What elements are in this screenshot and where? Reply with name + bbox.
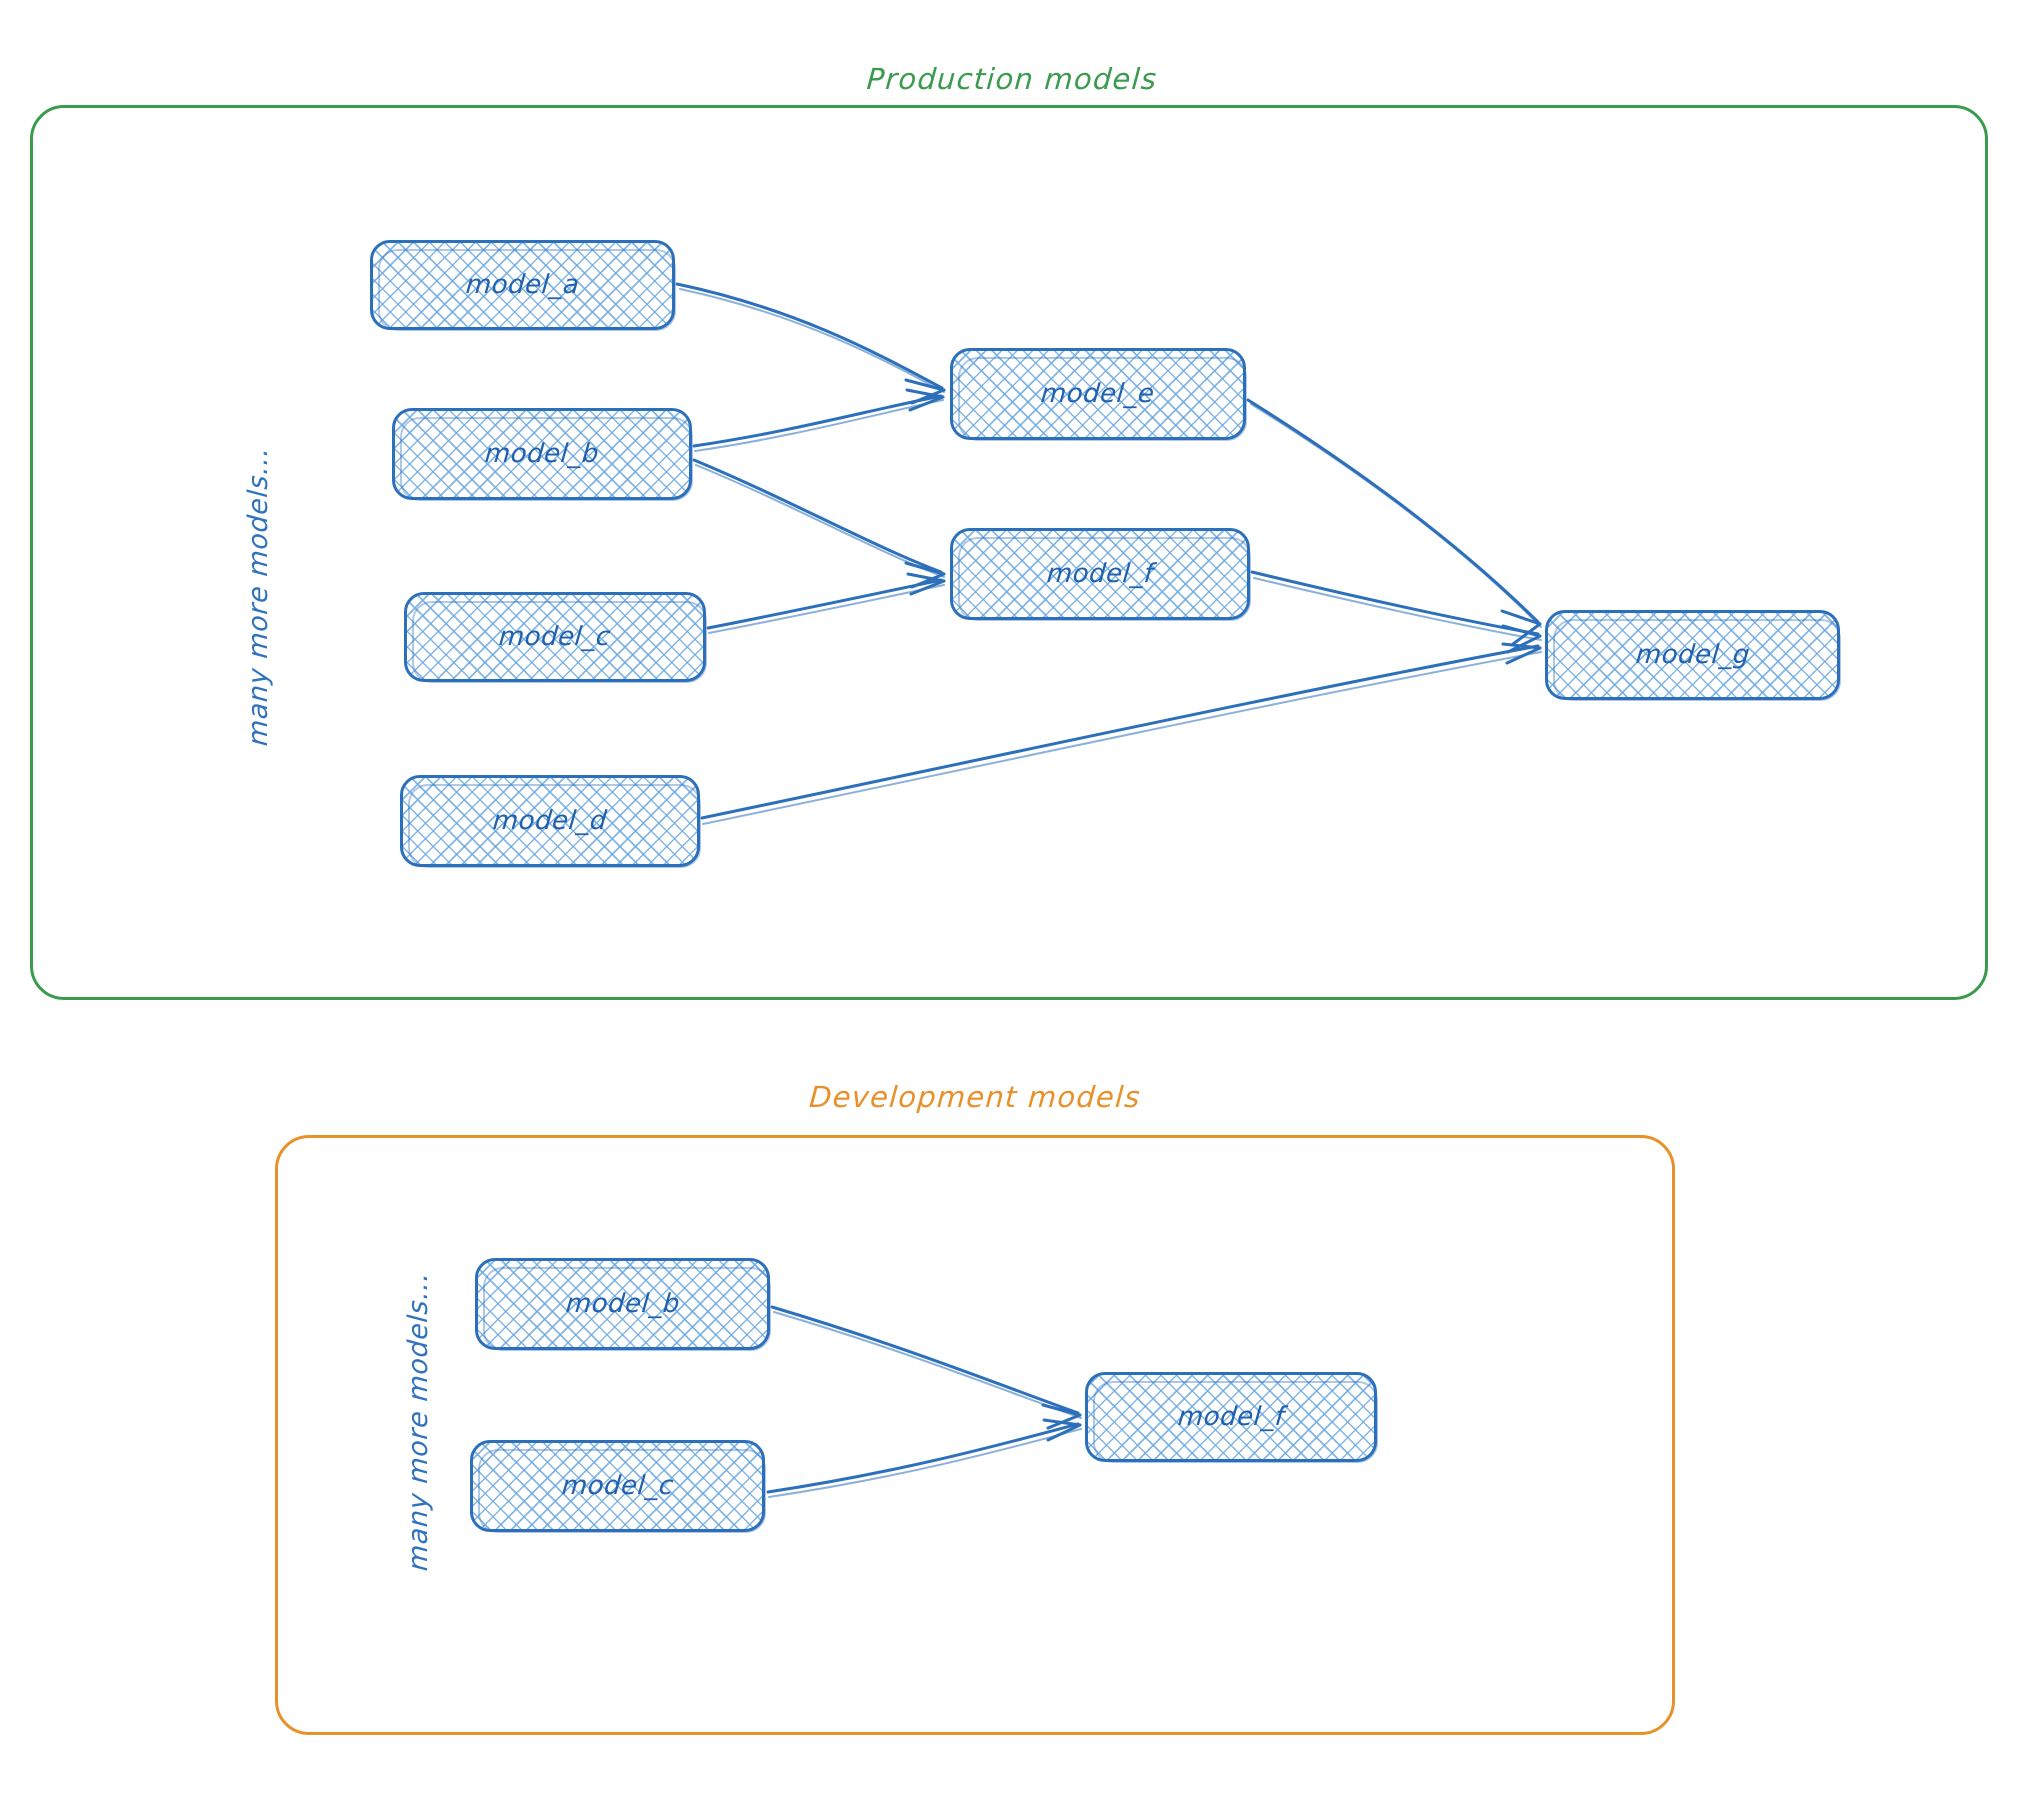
node-dev-model-f[interactable]: model_f (1085, 1372, 1378, 1463)
node-label: model_b (564, 1289, 681, 1319)
development-many-more-models-note: many more models... (403, 1271, 434, 1573)
node-label: model_b (483, 439, 601, 469)
node-prod-model-c[interactable]: model_c (404, 592, 707, 683)
development-group-title: Development models (808, 1080, 1142, 1114)
node-label: model_a (464, 270, 581, 300)
node-label: model_e (1039, 379, 1157, 409)
production-many-more-models-note: many more models... (243, 446, 274, 748)
node-prod-model-g[interactable]: model_g (1545, 610, 1841, 701)
node-prod-model-b[interactable]: model_b (392, 408, 693, 501)
node-prod-model-f[interactable]: model_f (950, 528, 1251, 621)
production-group-container (30, 105, 1988, 1000)
node-prod-model-a[interactable]: model_a (370, 240, 676, 331)
node-label: model_c (497, 622, 613, 652)
node-label: model_g (1634, 640, 1751, 670)
node-label: model_c (560, 1471, 675, 1501)
node-dev-model-c[interactable]: model_c (470, 1440, 766, 1533)
node-label: model_f (1176, 1402, 1286, 1432)
node-label: model_d (491, 806, 609, 836)
production-group-title: Production models (865, 62, 1159, 96)
node-dev-model-b[interactable]: model_b (475, 1258, 771, 1351)
node-prod-model-e[interactable]: model_e (950, 348, 1247, 441)
development-group-container (275, 1135, 1675, 1735)
node-label: model_f (1045, 559, 1155, 589)
node-prod-model-d[interactable]: model_d (400, 775, 701, 868)
